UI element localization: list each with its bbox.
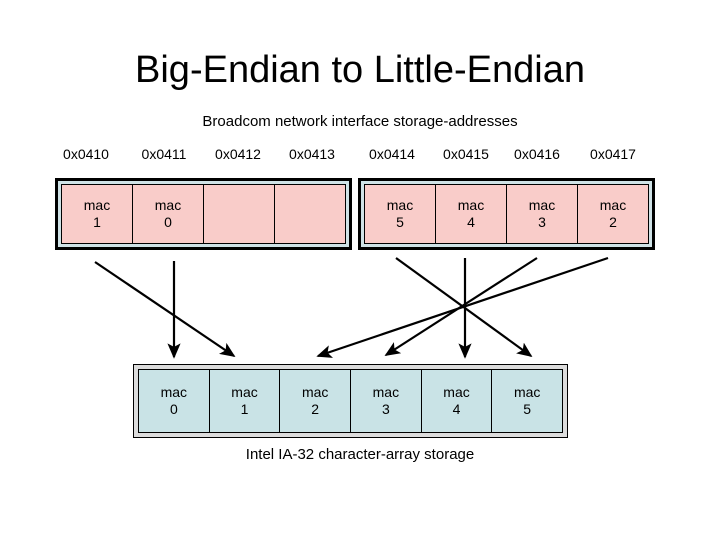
arrow-mac2-to-slot2: [316, 256, 609, 358]
array-cell-label: mac: [372, 384, 400, 400]
byte-cell-label: mac: [83, 197, 111, 213]
address-label: 0x0412: [215, 146, 261, 162]
byte-cell-label: mac: [457, 197, 485, 213]
address-label: 0x0411: [141, 146, 187, 162]
array-cell-index: 1: [240, 401, 249, 417]
address-label-row: 0x0410 0x0411 0x0412 0x0413 0x0414 0x0415 0x04…: [0, 144, 720, 164]
array-cell-label: mac: [231, 384, 258, 400]
dest-storage-label: Intel IA-32 character-array storage: [245, 446, 475, 463]
array-cell-index: 3: [381, 401, 390, 417]
page-title: Big-Endian to Little-Endian: [135, 49, 585, 91]
array-cell-label: mac: [443, 384, 470, 400]
array-cell-index: 5: [523, 401, 532, 417]
array-cell-index: 2: [311, 401, 320, 417]
arrow-mac5-to-slot5: [395, 257, 533, 358]
arrow-mac3-to-slot3: [384, 257, 538, 356]
address-label: 0x0415: [443, 146, 489, 162]
byte-cell[interactable]: [275, 185, 345, 243]
address-label: 0x0414: [369, 146, 415, 162]
array-cell-label: mac: [301, 384, 329, 400]
byte-cell-index: 1: [93, 214, 101, 230]
byte-cell-index: 4: [467, 214, 475, 230]
byte-cell-label: mac: [528, 197, 556, 213]
byte-cell[interactable]: [204, 185, 275, 243]
address-label: 0x0416: [514, 146, 560, 162]
address-label: 0x0410: [63, 146, 109, 162]
address-label: 0x0417: [590, 146, 636, 162]
arrow-mac1-to-slot1: [94, 261, 236, 357]
array-cell-label: mac: [513, 384, 541, 400]
address-label: 0x0413: [289, 146, 335, 162]
byte-cell-label: mac: [599, 197, 627, 213]
source-storage-label: Broadcom network interface storage-addre…: [202, 113, 518, 130]
array-cell-index: 4: [452, 401, 461, 417]
byte-cell-index: 3: [538, 214, 546, 230]
array-cell-label: mac: [160, 384, 188, 400]
byte-cell-index: 2: [609, 214, 617, 230]
array-cell-index: 0: [169, 401, 178, 417]
byte-cell-index: 0: [164, 214, 172, 230]
byte-cell-index: 5: [396, 214, 404, 230]
byte-cell-label: mac: [386, 197, 414, 213]
byte-cell-label: mac: [154, 197, 182, 213]
